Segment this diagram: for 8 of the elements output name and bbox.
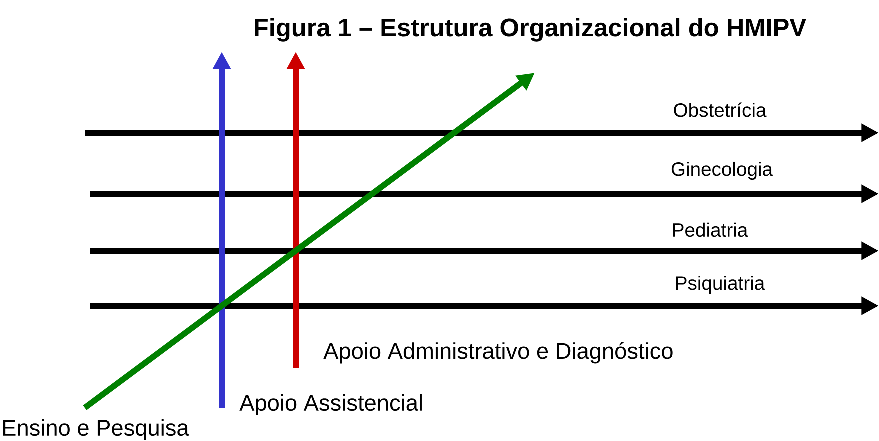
- title: Figura 1 – Estrutura Organizacional do HMIPV: [255, 18, 806, 42]
- arrow-label: Apoio Assistencial: [240, 394, 422, 416]
- arrow-label: Pediatria: [673, 222, 748, 238]
- arrow-label: Ensino e Pesquisa: [3, 419, 190, 441]
- arrow-label: Apoio Administrativo e Diagnóstico: [324, 342, 673, 364]
- arrow-label: Obstetrícia: [674, 102, 767, 118]
- arrow-label: Psiquiatria: [676, 276, 766, 294]
- arrow-label: Ginecologia: [672, 162, 774, 180]
